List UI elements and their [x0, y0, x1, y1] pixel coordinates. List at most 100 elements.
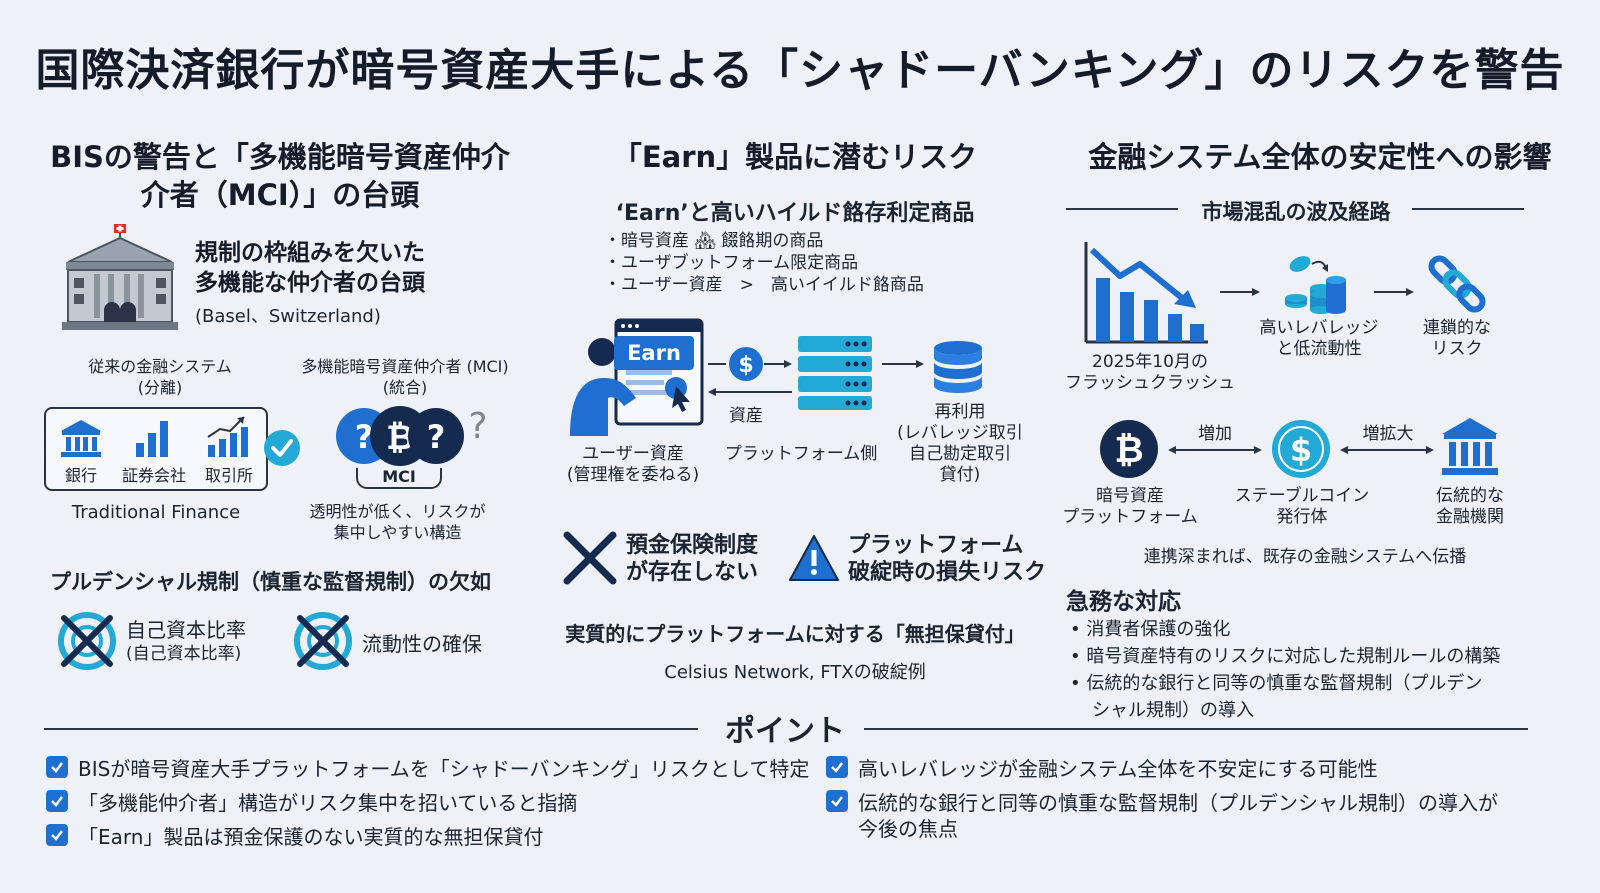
two-way-arrow-icon: [1166, 444, 1264, 456]
point-item: BISが暗号資産大手プラットフォームを「シャドーバンキング」リスクとして特定: [46, 756, 826, 782]
coin-stacks-icon: [1282, 250, 1348, 316]
urgent-item-text: 暗号資産特有のリスクに対応した規制ルールの構築: [1086, 646, 1501, 667]
trad-label-line2: (分離): [137, 378, 183, 397]
reuse-line: 再利用: [934, 402, 986, 422]
platform-risk-line2: 破綻時の損失リスク: [848, 560, 1047, 585]
user-asset-line2: (管理権を委ねる): [566, 465, 700, 485]
col1-heading-line1: BISの警告と「多機能暗号資産仲介: [50, 140, 510, 174]
earn-subheading: ‘Earn’と高いハイルド餎存利定商品: [615, 201, 975, 226]
points-rule-left: [44, 728, 698, 730]
financial-institution-icon: [1438, 416, 1502, 478]
mci-label-line1: 多機能暗号資産仲介者 (MCI): [301, 357, 509, 376]
bank-building-icon: [58, 222, 178, 332]
reuse-label: 再利用 (レバレッジ取引 自己勘定取引 貸付): [890, 402, 1030, 486]
point-text-line2: 今後の焦点: [858, 817, 958, 841]
point-item: 高いレバレッジが金融システム全体を不安定にする可能性: [826, 756, 1566, 782]
route-arrow-icon-2: [1372, 286, 1416, 298]
trad-label-line1: 従来の金融システム: [88, 357, 232, 376]
route-arrow-icon: [1218, 286, 1262, 298]
chain-link-icon: [1428, 254, 1488, 314]
urgent-item: • 暗号資産特有のリスクに対応した規制ルールの構築: [1070, 646, 1501, 667]
no-insurance-line2: が存在しない: [626, 560, 759, 585]
no-insurance-text: 預金保険制度 が存在しない: [626, 532, 758, 586]
points-heading: ポイント: [725, 714, 845, 749]
rise-line1: 規制の枠組みを欠いた: [195, 240, 425, 266]
trad-institution-line1: 伝統的な: [1436, 486, 1504, 506]
securities-bar-icon: [134, 417, 174, 459]
page-title: 国際決済銀行が暗号資産大手による「シャドーバンキング」のリスクを警告: [35, 45, 1565, 96]
prudential-heading: プルデンシャル規制（慎重な監督規制）の欠如: [50, 570, 491, 594]
capital-text: 自己資本比率 (自己資本比率): [126, 618, 246, 666]
point-text: BISが暗号資産大手プラットフォームを「シャドーバンキング」リスクとして特定: [78, 757, 810, 781]
no-insurance-line1: 預金保険制度: [626, 533, 759, 558]
platform-risk-text: プラットフォーム 破綻時の損失リスク: [848, 532, 1046, 586]
urgent-item-text: 伝統的な銀行と同等の慎重な監督規制（プルデン: [1086, 673, 1483, 694]
earn-bullet: ・暗号資産 🏘 餟餎期の商品: [604, 231, 824, 251]
trad-item-securities: 証券会社: [121, 466, 186, 485]
urgent-item: • 伝統的な銀行と同等の慎重な監督規制（プルデン: [1070, 673, 1483, 694]
crypto-platform-label: 暗号資産 プラットフォーム: [1060, 486, 1200, 528]
route-rule-right: [1412, 208, 1524, 210]
route-rule-left: [1066, 208, 1178, 210]
crash-line2: フラッシュクラッシュ: [1065, 373, 1235, 393]
earn-bullets: ・暗号資産 🏘 餟餎期の商品 ・ユーザブットフォーム限定商品 ・ユーザー資産 >…: [604, 230, 924, 296]
trad-item-bank: 銀行: [64, 466, 97, 485]
mci-label: 多機能暗号資産仲介者 (MCI) (統合): [285, 356, 525, 398]
point-item: 「多機能仲介者」構造がリスク集中を招いていると指摘: [46, 790, 826, 816]
point-text: 伝統的な銀行と同等の慎重な監督規制（プルデンシャル規制）の導入が 今後の焦点: [858, 790, 1498, 842]
chain-line2: リスク: [1431, 339, 1483, 359]
checkbox-icon: [46, 756, 68, 778]
route-heading: 市場混乱の波及経路: [1201, 200, 1391, 224]
increase-label: 増加: [1198, 424, 1232, 444]
liquidity-crossed-icon: [292, 610, 354, 672]
col1-heading: BISの警告と「多機能暗号資産仲介 介者（MCI）」の台頭: [30, 138, 530, 214]
rise-line2: 多機能な仲介者の台頭: [195, 270, 425, 296]
point-text: 高いレバレッジが金融システム全体を不安定にする可能性: [858, 757, 1378, 781]
svg-text:$: $: [1290, 431, 1312, 469]
database-icon: [932, 340, 984, 396]
svg-text:?: ?: [468, 406, 487, 447]
chain-label: 連鎖的な リスク: [1412, 318, 1502, 360]
two-way-arrow-icon-2: [1338, 444, 1436, 456]
stablecoin-icon: $: [1270, 418, 1332, 480]
crash-line1: 2025年10月の: [1092, 352, 1208, 372]
chain-line1: 連鎖的な: [1423, 318, 1491, 338]
stablecoin-label: ステーブルコイン 発行体: [1232, 486, 1372, 528]
reuse-line: (レバレッジ取引: [897, 423, 1023, 443]
checkbox-icon: [46, 790, 68, 812]
point-text: 「多機能仲介者」構造がリスク集中を招いていると指摘: [78, 791, 578, 815]
crypto-platform-line1: 暗号資産: [1096, 486, 1164, 506]
checkbox-icon: [46, 824, 68, 846]
asset-label: 資産: [729, 406, 763, 426]
platform-side-label: プラットフォーム側: [724, 444, 878, 464]
points-right-list: 高いレバレッジが金融システム全体を不安定にする可能性 伝統的な銀行と同等の慎重な…: [826, 756, 1566, 842]
col3-heading: 金融システム全体の安定性への影響: [1088, 140, 1552, 174]
checkbox-icon: [826, 756, 848, 778]
unsecured-loan-text: 実質的にプラットフォームに対する「無担保貸付」: [565, 622, 1025, 646]
to-reuse-arrow-icon: [880, 358, 926, 370]
mci-bracket-icon: [355, 466, 443, 490]
trad-institution-line2: 金融機関: [1436, 507, 1504, 527]
point-item: 「Earn」製品は預金保護のない実質的な無担保貸付: [46, 824, 826, 850]
col2-heading: 「Earn」製品に潜むリスク: [612, 140, 978, 174]
return-arrow-icon: [706, 386, 794, 398]
crash-chart-icon: [1082, 240, 1212, 346]
user-asset-label: ユーザー資産 (管理権を委ねる): [558, 444, 708, 486]
warning-icon: [788, 534, 840, 582]
crypto-platform-line2: プラットフォーム: [1062, 507, 1198, 527]
trad-caption: Traditional Finance: [71, 502, 241, 523]
server-stack-icon: [796, 334, 874, 412]
svg-text:?: ?: [427, 418, 446, 456]
user-asset-line1: ユーザー資産: [582, 444, 684, 464]
mci-coins-icon: ? ₿ ? ?: [330, 400, 500, 472]
reuse-line: 自己勘定取引: [909, 444, 1011, 464]
asset-flow-icon: $: [706, 344, 794, 390]
traditional-finance-box: 銀行 証券会社 取引所: [44, 407, 268, 491]
collapse-examples-text: Celsius Network, FTXの破綻例: [664, 662, 926, 683]
mci-desc-line1: 透明性が低く、リスクが: [309, 502, 486, 521]
leverage-line2: と低流動性: [1276, 339, 1362, 359]
urgent-heading: 急務な対応: [1066, 589, 1181, 615]
traditional-institution-label: 伝統的な 金融機関: [1420, 486, 1520, 528]
earn-bullet: ・ユーザー資産 > 高いイイルド餎商品: [604, 275, 924, 295]
earn-bullet: ・ユーザブットフォーム限定商品: [604, 253, 859, 273]
